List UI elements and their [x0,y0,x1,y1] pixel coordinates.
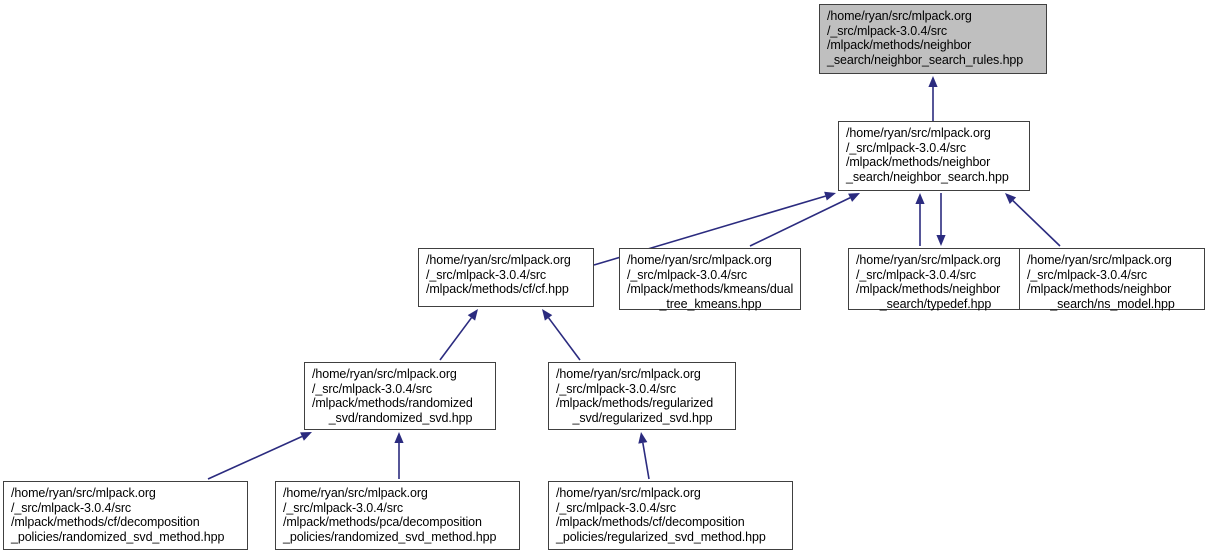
arrowhead-regularized_svd-to-cf [542,309,553,321]
node-label-line: /_src/mlpack-3.0.4/src [1027,267,1148,282]
arrowhead-cf_randomized_svd_method-to-randomized_svd [300,432,312,441]
node-label-line: /mlpack/methods/randomized [312,396,473,411]
node-randomized_svd[interactable]: /home/ryan/src/mlpack.org/_src/mlpack-3.… [304,362,496,430]
node-label-line: /home/ryan/src/mlpack.org [627,253,772,267]
node-label-line: /mlpack/methods/neighbor [856,282,1001,297]
node-label-line: /mlpack/methods/regularized [556,396,714,411]
node-neighbor_search[interactable]: /home/ryan/src/mlpack.org/_src/mlpack-3.… [838,121,1030,191]
node-label-line: /mlpack/methods/cf/cf.hpp [426,282,569,297]
node-label-line: /home/ryan/src/mlpack.org [556,367,701,381]
node-ns_model[interactable]: /home/ryan/src/mlpack.org/_src/mlpack-3.… [1019,248,1205,311]
node-label-line: /_src/mlpack-3.0.4/src [827,23,948,38]
node-label-line: _search/neighbor_search_rules.hpp [827,52,1024,67]
node-label-line: /mlpack/methods/neighbor [1027,282,1172,297]
node-cf[interactable]: /home/ryan/src/mlpack.org/_src/mlpack-3.… [418,248,594,307]
node-label-line: /_src/mlpack-3.0.4/src [556,381,677,396]
edge-dual_tree_kmeans-to-neighbor_search [749,197,851,247]
node-label-line: /home/ryan/src/mlpack.org [283,486,428,500]
node-neighbor_search_rules[interactable]: /home/ryan/src/mlpack.org/_src/mlpack-3.… [819,4,1047,74]
arrowhead-dual_tree_kmeans-to-neighbor_search [848,193,860,202]
node-label-line: /_src/mlpack-3.0.4/src [846,140,967,155]
edge-cf_randomized_svd_method-to-randomized_svd [207,435,303,480]
arrowhead-typedef-to-neighbor_search [915,193,925,204]
node-label-line: /home/ryan/src/mlpack.org [11,486,156,500]
node-label-line: /_src/mlpack-3.0.4/src [627,267,748,282]
node-label-line: /_src/mlpack-3.0.4/src [283,500,404,515]
node-label-line: /mlpack/methods/pca/decomposition [283,515,482,530]
node-label-line: /home/ryan/src/mlpack.org [1027,253,1172,267]
node-cf_randomized_svd_method[interactable]: /home/ryan/src/mlpack.org/_src/mlpack-3.… [3,481,248,550]
node-label-line: _tree_kmeans.hpp [659,296,762,311]
node-label-line: /home/ryan/src/mlpack.org [426,253,571,267]
node-label-line: _search/neighbor_search.hpp [846,169,1009,184]
node-label-line: /home/ryan/src/mlpack.org [856,253,1001,267]
arrowhead-cf_regularized_svd_method-to-regularized_svd [638,432,648,444]
node-label-line: _svd/regularized_svd.hpp [572,410,713,425]
node-label-line: _search/ns_model.hpp [1050,296,1175,311]
node-dual_tree_kmeans[interactable]: /home/ryan/src/mlpack.org/_src/mlpack-3.… [619,248,801,311]
node-label-line: /_src/mlpack-3.0.4/src [556,500,677,515]
node-label-line: /mlpack/methods/cf/decomposition [556,515,745,530]
node-label-line: /mlpack/methods/neighbor [827,38,972,53]
node-label-line: _policies/randomized_svd_method.hpp [11,529,225,544]
node-label-line: _policies/randomized_svd_method.hpp [283,529,497,544]
node-label-line: /_src/mlpack-3.0.4/src [426,267,547,282]
arrowhead-neighbor_search-to-neighbor_search_rules [928,76,938,87]
node-label-line: /_src/mlpack-3.0.4/src [11,500,132,515]
node-label-line: /mlpack/methods/neighbor [846,155,991,170]
node-label-line: _svd/randomized_svd.hpp [328,410,473,425]
edge-regularized_svd-to-cf [547,317,581,361]
arrowhead-randomized_svd-to-cf [467,309,478,321]
node-label-line: /home/ryan/src/mlpack.org [556,486,701,500]
arrowhead-neighbor_search-to-typedef [936,235,946,246]
edge-ns_model-to-neighbor_search [1012,200,1061,247]
node-cf_regularized_svd_method[interactable]: /home/ryan/src/mlpack.org/_src/mlpack-3.… [548,481,793,550]
node-label-line: /_src/mlpack-3.0.4/src [312,381,433,396]
node-label-line: /home/ryan/src/mlpack.org [312,367,457,381]
arrowhead-ns_model-to-neighbor_search [1005,193,1017,204]
node-pca_randomized_svd_method[interactable]: /home/ryan/src/mlpack.org/_src/mlpack-3.… [275,481,520,550]
arrowhead-cf-to-neighbor_search [824,191,836,201]
node-label-line: _policies/regularized_svd_method.hpp [556,529,766,544]
arrowhead-pca_randomized_svd_method-to-randomized_svd [394,432,404,443]
node-typedef[interactable]: /home/ryan/src/mlpack.org/_src/mlpack-3.… [848,248,1022,311]
node-label-line: _search/typedef.hpp [879,296,992,311]
edge-randomized_svd-to-cf [439,317,473,361]
node-label-line: /mlpack/methods/kmeans/dual [627,282,794,297]
node-label-line: /mlpack/methods/cf/decomposition [11,515,200,530]
node-label-line: /_src/mlpack-3.0.4/src [856,267,977,282]
node-label-line: /home/ryan/src/mlpack.org [846,126,991,140]
edge-cf_regularized_svd_method-to-regularized_svd [642,442,650,480]
node-regularized_svd[interactable]: /home/ryan/src/mlpack.org/_src/mlpack-3.… [548,362,736,430]
node-label-line: /home/ryan/src/mlpack.org [827,9,972,23]
